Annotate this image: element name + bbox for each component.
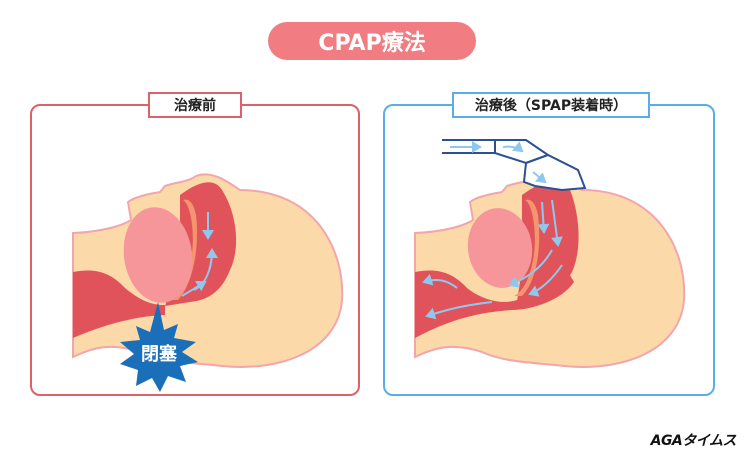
- obstruction-label: 閉塞: [141, 344, 177, 365]
- after-treatment-label: 治療後（SPAP装着時）: [452, 92, 650, 118]
- head-before-illustration: [72, 173, 344, 368]
- head-after-illustration: [414, 173, 686, 368]
- site-logo: AGAタイムス: [650, 433, 737, 449]
- before-treatment-label: 治療前: [148, 92, 242, 118]
- obstruction-callout-burst: [120, 302, 198, 392]
- cpap-mask-and-tube: [442, 139, 587, 192]
- title-banner: CPAP療法: [268, 22, 476, 60]
